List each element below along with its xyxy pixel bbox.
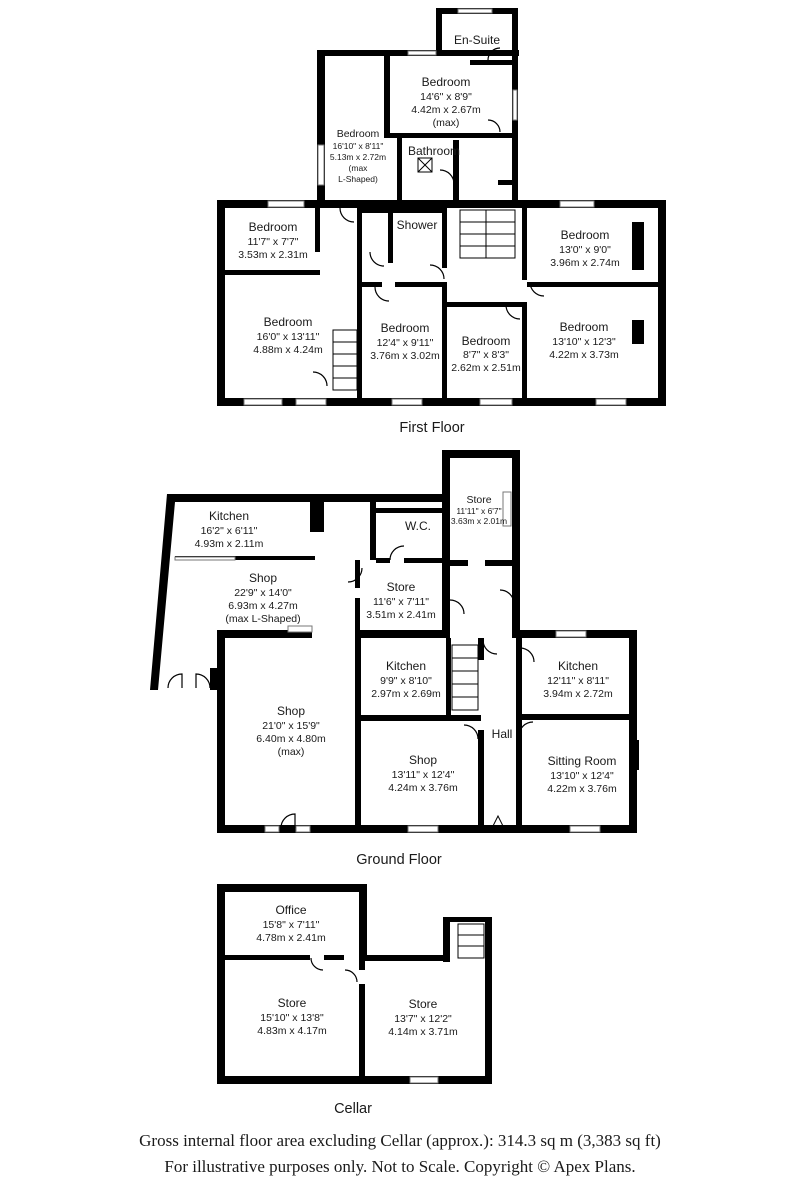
bedroom-a-imperial: 14'6" x 8'9" bbox=[420, 91, 472, 103]
bedroom-c-imperial: 11'7" x 7'7" bbox=[248, 236, 299, 248]
cellar-store-a-imperial: 15'10" x 13'8" bbox=[260, 1012, 324, 1024]
bedroom-b-note2: L-Shaped) bbox=[338, 174, 378, 184]
shop-a-note: (max L-Shaped) bbox=[225, 613, 300, 625]
area-caption: Gross internal floor area excluding Cell… bbox=[139, 1131, 661, 1150]
bedroom-a-name: Bedroom bbox=[422, 75, 471, 89]
bedroom-h-imperial: 13'10" x 12'3" bbox=[552, 336, 616, 348]
bedroom-b-imperial: 16'10" x 8'11" bbox=[333, 141, 384, 151]
shop-a-metric: 6.93m x 4.27m bbox=[228, 600, 298, 612]
office-name: Office bbox=[275, 903, 306, 917]
cellar-store-b-imperial: 13'7" x 12'2" bbox=[394, 1013, 452, 1025]
ground-floor-label: Ground Floor bbox=[356, 852, 442, 868]
shop-a-imperial: 22'9" x 14'0" bbox=[234, 587, 292, 599]
shop-a-name: Shop bbox=[249, 571, 277, 585]
shop-b-note: (max) bbox=[278, 746, 305, 758]
cellar-store-a-metric: 4.83m x 4.17m bbox=[257, 1025, 327, 1037]
kitchen-a-metric: 4.93m x 2.11m bbox=[195, 538, 264, 550]
store-a-metric: 3.63m x 2.01m bbox=[451, 516, 507, 526]
office-metric: 4.78m x 2.41m bbox=[256, 932, 326, 944]
ground-floor-plan: Kitchen 16'2" x 6'11" 4.93m x 2.11m W.C.… bbox=[150, 450, 639, 868]
cellar-store-a-name: Store bbox=[278, 996, 307, 1010]
bedroom-d-metric: 3.96m x 2.74m bbox=[550, 257, 620, 269]
shop-b-metric: 6.40m x 4.80m bbox=[256, 733, 326, 745]
shop-c-imperial: 13'11" x 12'4" bbox=[392, 769, 455, 781]
bedroom-g-imperial: 8'7" x 8'3" bbox=[463, 349, 509, 361]
bedroom-a-note: (max) bbox=[433, 117, 460, 129]
bedroom-d-name: Bedroom bbox=[561, 228, 610, 242]
bedroom-c-name: Bedroom bbox=[249, 220, 298, 234]
bedroom-e-imperial: 16'0" x 13'11" bbox=[257, 331, 320, 343]
bedroom-e-metric: 4.88m x 4.24m bbox=[253, 344, 323, 356]
shower-label: Shower bbox=[397, 218, 438, 232]
cellar-label: Cellar bbox=[334, 1101, 372, 1117]
kitchen-a-name: Kitchen bbox=[209, 509, 249, 523]
shop-c-metric: 4.24m x 3.76m bbox=[388, 782, 458, 794]
shop-b-imperial: 21'0" x 15'9" bbox=[262, 720, 320, 732]
kitchen-b-imperial: 9'9" x 8'10" bbox=[380, 675, 432, 687]
first-floor-label: First Floor bbox=[399, 420, 464, 436]
bedroom-b-note1: (max bbox=[349, 163, 369, 173]
bedroom-c-metric: 3.53m x 2.31m bbox=[238, 249, 308, 261]
sitting-room-name: Sitting Room bbox=[548, 754, 617, 768]
store-b-imperial: 11'6" x 7'11" bbox=[373, 596, 429, 608]
store-a-name: Store bbox=[466, 494, 491, 506]
bedroom-f-metric: 3.76m x 3.02m bbox=[370, 350, 440, 362]
cellar-store-b-name: Store bbox=[409, 997, 438, 1011]
kitchen-c-imperial: 12'11" x 8'11" bbox=[547, 675, 609, 687]
cellar-store-b-metric: 4.14m x 3.71m bbox=[388, 1026, 458, 1038]
bedroom-h-metric: 4.22m x 3.73m bbox=[549, 349, 619, 361]
ensuite-label: En-Suite bbox=[454, 33, 500, 47]
kitchen-a-imperial: 16'2" x 6'11" bbox=[201, 525, 258, 537]
shop-b-name: Shop bbox=[277, 704, 305, 718]
bedroom-e-name: Bedroom bbox=[264, 315, 313, 329]
bedroom-b-name: Bedroom bbox=[337, 128, 380, 140]
first-floor-plan: En-Suite Bedroom 14'6" x 8'9" 4.42m x 2.… bbox=[217, 8, 666, 436]
bedroom-a-metric: 4.42m x 2.67m bbox=[411, 104, 481, 116]
bedroom-f-name: Bedroom bbox=[381, 321, 430, 335]
kitchen-b-name: Kitchen bbox=[386, 659, 426, 673]
kitchen-b-metric: 2.97m x 2.69m bbox=[371, 688, 441, 700]
bedroom-b-metric: 5.13m x 2.72m bbox=[330, 152, 386, 162]
kitchen-c-metric: 3.94m x 2.72m bbox=[543, 688, 613, 700]
store-a-imperial: 11'11" x 6'7" bbox=[456, 506, 501, 516]
bedroom-h-name: Bedroom bbox=[560, 320, 609, 334]
sitting-room-imperial: 13'10" x 12'4" bbox=[550, 770, 614, 782]
hall-label: Hall bbox=[492, 727, 513, 741]
cellar-plan: Office 15'8" x 7'11" 4.78m x 2.41m Store… bbox=[217, 884, 492, 1117]
wc-label: W.C. bbox=[405, 519, 431, 533]
kitchen-c-name: Kitchen bbox=[558, 659, 598, 673]
bedroom-g-name: Bedroom bbox=[462, 334, 511, 348]
bedroom-g-metric: 2.62m x 2.51m bbox=[451, 362, 521, 374]
store-b-metric: 3.51m x 2.41m bbox=[366, 609, 436, 621]
bedroom-f-imperial: 12'4" x 9'11" bbox=[377, 337, 434, 349]
shop-c-name: Shop bbox=[409, 753, 437, 767]
sitting-room-metric: 4.22m x 3.76m bbox=[547, 783, 617, 795]
bathroom-label: Bathroom bbox=[408, 144, 460, 158]
store-b-name: Store bbox=[387, 580, 416, 594]
disclaimer-caption: For illustrative purposes only. Not to S… bbox=[164, 1157, 635, 1176]
bedroom-d-imperial: 13'0" x 9'0" bbox=[559, 244, 611, 256]
office-imperial: 15'8" x 7'11" bbox=[263, 919, 320, 931]
